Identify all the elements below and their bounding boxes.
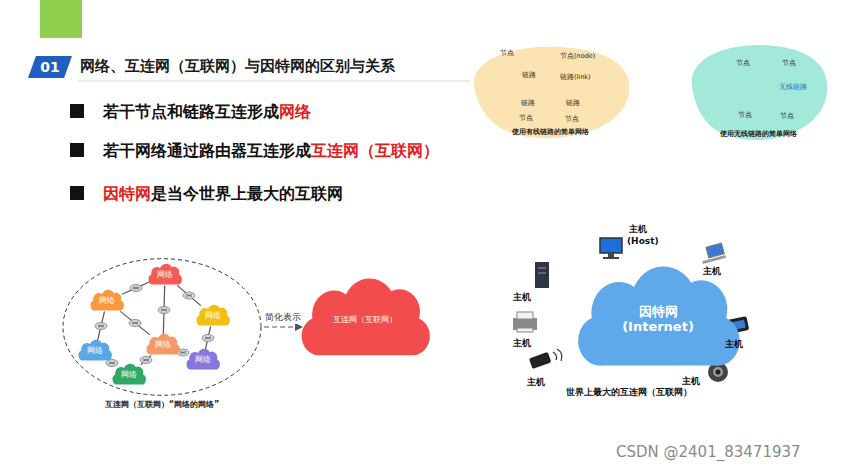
node-text: 01	[40, 59, 59, 75]
network-blob: 使用无线链路的简单网络	[683, 40, 833, 144]
device-label: 主机	[682, 376, 700, 386]
router-symbol	[158, 307, 170, 314]
node-text: 网络	[121, 370, 137, 379]
network-cloud: 互连网（互联网）	[292, 272, 438, 368]
simplify-arrow	[264, 326, 302, 327]
node-text: 网络	[205, 311, 221, 320]
device-label: 主机	[527, 377, 545, 387]
device-label: 节点	[565, 116, 579, 123]
section-badge: 01	[28, 56, 72, 78]
host-devices	[513, 238, 749, 382]
node-text: 因特网	[639, 305, 678, 320]
node-text: 使用有线链路的简单网络	[512, 129, 589, 136]
network-cloud: 网络	[144, 332, 182, 358]
network-cloud: 因特网(Internet)	[566, 258, 750, 382]
device-label: 链路(link)	[560, 74, 591, 81]
device-label: 节点	[736, 60, 750, 67]
node-text: (Internet)	[622, 320, 694, 335]
device-label: 节点	[780, 113, 794, 120]
router-symbol	[140, 357, 152, 364]
node-text: 网络	[195, 355, 211, 364]
router-symbol	[106, 360, 118, 367]
node-text: 网络	[99, 296, 115, 305]
network-cloud: 网络	[110, 362, 148, 388]
watermark: CSDN @2401_83471937	[616, 444, 801, 461]
slide-title: 网络、互连网（互联网）与因特网的区别与关系	[80, 58, 395, 75]
router-symbol	[183, 292, 195, 299]
device-label: 主机	[513, 338, 531, 348]
device-label: 无线链路	[779, 84, 807, 91]
device-label: 主机	[725, 339, 743, 349]
network-cloud: 网络	[146, 262, 184, 288]
node-text: 使用无线链路的简单网络	[720, 131, 797, 138]
bullet-text: 若干网络通过路由器互连形成	[103, 142, 311, 160]
device-label: 链路	[566, 100, 580, 107]
network-cloud: 网络	[194, 303, 232, 329]
node-text: 网络	[87, 346, 103, 355]
node-outline	[683, 40, 833, 144]
device-label: 节点	[738, 112, 752, 119]
device-label: 主机	[703, 266, 721, 276]
router-symbol	[130, 285, 142, 292]
device-label: 主机	[513, 292, 531, 302]
router-link	[120, 311, 150, 334]
router-link	[141, 355, 151, 364]
corner-block	[40, 0, 82, 38]
network-cloud: 网络	[76, 338, 114, 364]
bullet-text: 若干节点和链路互连形成	[103, 103, 279, 121]
node-text: 互连网（互联网）	[333, 315, 397, 324]
bullet-text: 网络	[279, 103, 311, 121]
router-link	[122, 282, 150, 294]
figure-caption: 世界上最大的互连网（互联网）	[566, 387, 692, 397]
device-label: (Host)	[627, 236, 659, 246]
router-symbol	[95, 323, 107, 330]
node-outline	[464, 42, 636, 142]
network-cloud: 网络	[184, 347, 222, 373]
device-label: 节点	[782, 60, 796, 67]
node-text: 网络	[157, 270, 173, 279]
bullet-text: 是当今世界上最大的互联网	[151, 185, 343, 203]
bullet-square	[70, 143, 84, 157]
group-caption: 互连网（互联网）“网络的网络”	[105, 400, 220, 409]
bullet-text: 因特网	[103, 185, 151, 203]
group-ellipse: 互连网（互联网）“网络的网络”网络网络网络网络网络网络网络	[62, 258, 262, 396]
device-label: 节点(node)	[560, 53, 595, 60]
device-label: 节点	[500, 50, 514, 57]
router-symbol	[129, 320, 141, 327]
bullet-text: 互连网（互联网）	[311, 142, 439, 160]
bullet-square	[70, 186, 84, 200]
device-label: 主机	[629, 224, 647, 234]
device-label: 链路	[522, 72, 536, 79]
node-text: 网络	[155, 340, 171, 349]
edge-label: 简化表示	[263, 311, 303, 324]
router-symbol	[202, 335, 214, 342]
title-rule	[78, 81, 470, 82]
network-cloud: 网络	[88, 288, 126, 314]
device-label: 节点	[519, 115, 533, 122]
bullet-square	[70, 104, 84, 118]
device-label: 链路	[521, 100, 535, 107]
network-blob: 使用有线链路的简单网络	[464, 42, 636, 142]
router-link	[177, 285, 201, 305]
